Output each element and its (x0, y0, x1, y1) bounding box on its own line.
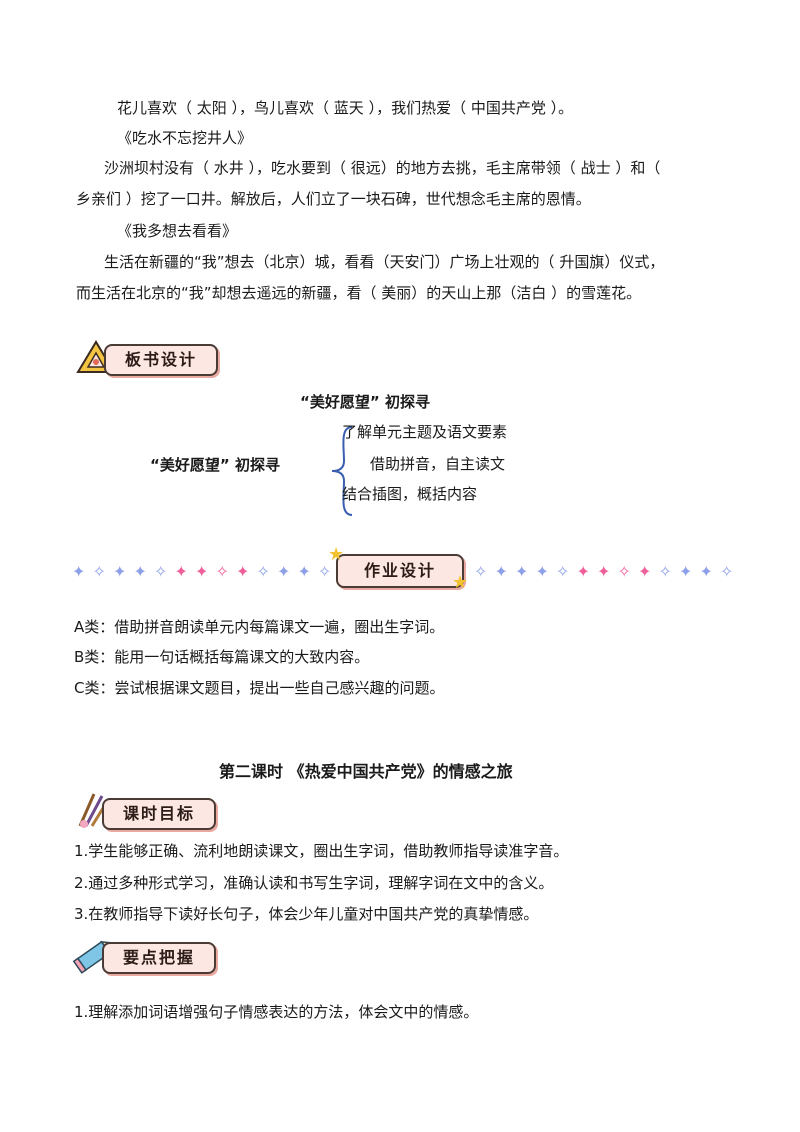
sparkle-divider-left: ✦ ✧ ✦ ✦ ✧ ✦ ✦ ✧ ✦ ✧ ✦ ✦ ✧ (72, 562, 333, 581)
keypoints-badge: 要点把握 (72, 932, 222, 978)
sparkle-divider-right: ✧ ✦ ✦ ✦ ✧ ✦ ✦ ✧ ✦ ✧ ✦ ✦ ✧ (474, 562, 735, 581)
curly-brace-icon (331, 426, 353, 516)
keypoints-label: 要点把握 (102, 942, 216, 974)
goal-item: 3.在教师指导下读好长句子，体会少年儿童对中国共产党的真挚情感。 (74, 905, 539, 923)
homework-item: A类：借助拼音朗读单元内每篇课文一遍，圈出生字词。 (74, 618, 445, 636)
homework-badge: 作业设计 ★ ★ (328, 544, 470, 594)
board-heading: “美好愿望” 初探寻 (300, 393, 430, 411)
answer-line-2b: 乡亲们 ）挖了一口井。解放后，人们立了一块石碑，世代想念毛主席的恩情。 (76, 190, 591, 208)
answer-line-2a: 沙洲坝村没有（ 水井 ），吃水要到（ 很远）的地方去挑，毛主席带领（ 战士 ）和… (104, 159, 661, 177)
homework-item: B类：能用一句话概括每篇课文的大致内容。 (74, 648, 370, 666)
keypoint-item: 1.理解添加词语增强句子情感表达的方法，体会文中的情感。 (74, 1003, 479, 1021)
star-icon: ★ (452, 572, 469, 593)
homework-item: C类：尝试根据课文题目，提出一些自己感兴趣的问题。 (74, 679, 445, 697)
answer-line-3a: 生活在新疆的“我”想去（北京）城，看看（天安门）广场上壮观的（ 升国旗）仪式， (104, 253, 665, 271)
board-left-label: “美好愿望” 初探寻 (150, 456, 280, 474)
section-title-look: 《我多想去看看》 (117, 222, 238, 240)
board-item: 结合插图，概括内容 (342, 485, 478, 503)
goals-badge: 课时目标 (72, 790, 222, 832)
lesson2-title: 第二课时 《热爱中国共产党》的情感之旅 (219, 762, 513, 781)
homework-label: 作业设计 (336, 554, 464, 588)
board-item: 了解单元主题及语文要素 (342, 423, 508, 441)
board-design-label: 板书设计 (104, 344, 218, 376)
board-item: 借助拼音，自主读文 (370, 455, 506, 473)
section-title-well: 《吃水不忘挖井人》 (117, 129, 253, 147)
board-design-badge: 板书设计 (74, 338, 224, 378)
answer-line-1: 花儿喜欢（ 太阳 ），鸟儿喜欢（ 蓝天 ），我们热爱（ 中国共产党 ）。 (117, 99, 574, 117)
goal-item: 2.通过多种形式学习，准确认读和书写生字词，理解字词在文中的含义。 (74, 874, 554, 892)
answer-line-3b: 而生活在北京的“我”却想去遥远的新疆，看（ 美丽）的天山上那（洁白 ）的雪莲花。 (76, 284, 642, 302)
goals-label: 课时目标 (102, 798, 216, 830)
goal-item: 1.学生能够正确、流利地朗读课文，圈出生字词，借助教师指导读准字音。 (74, 842, 569, 860)
star-icon: ★ (328, 544, 345, 565)
